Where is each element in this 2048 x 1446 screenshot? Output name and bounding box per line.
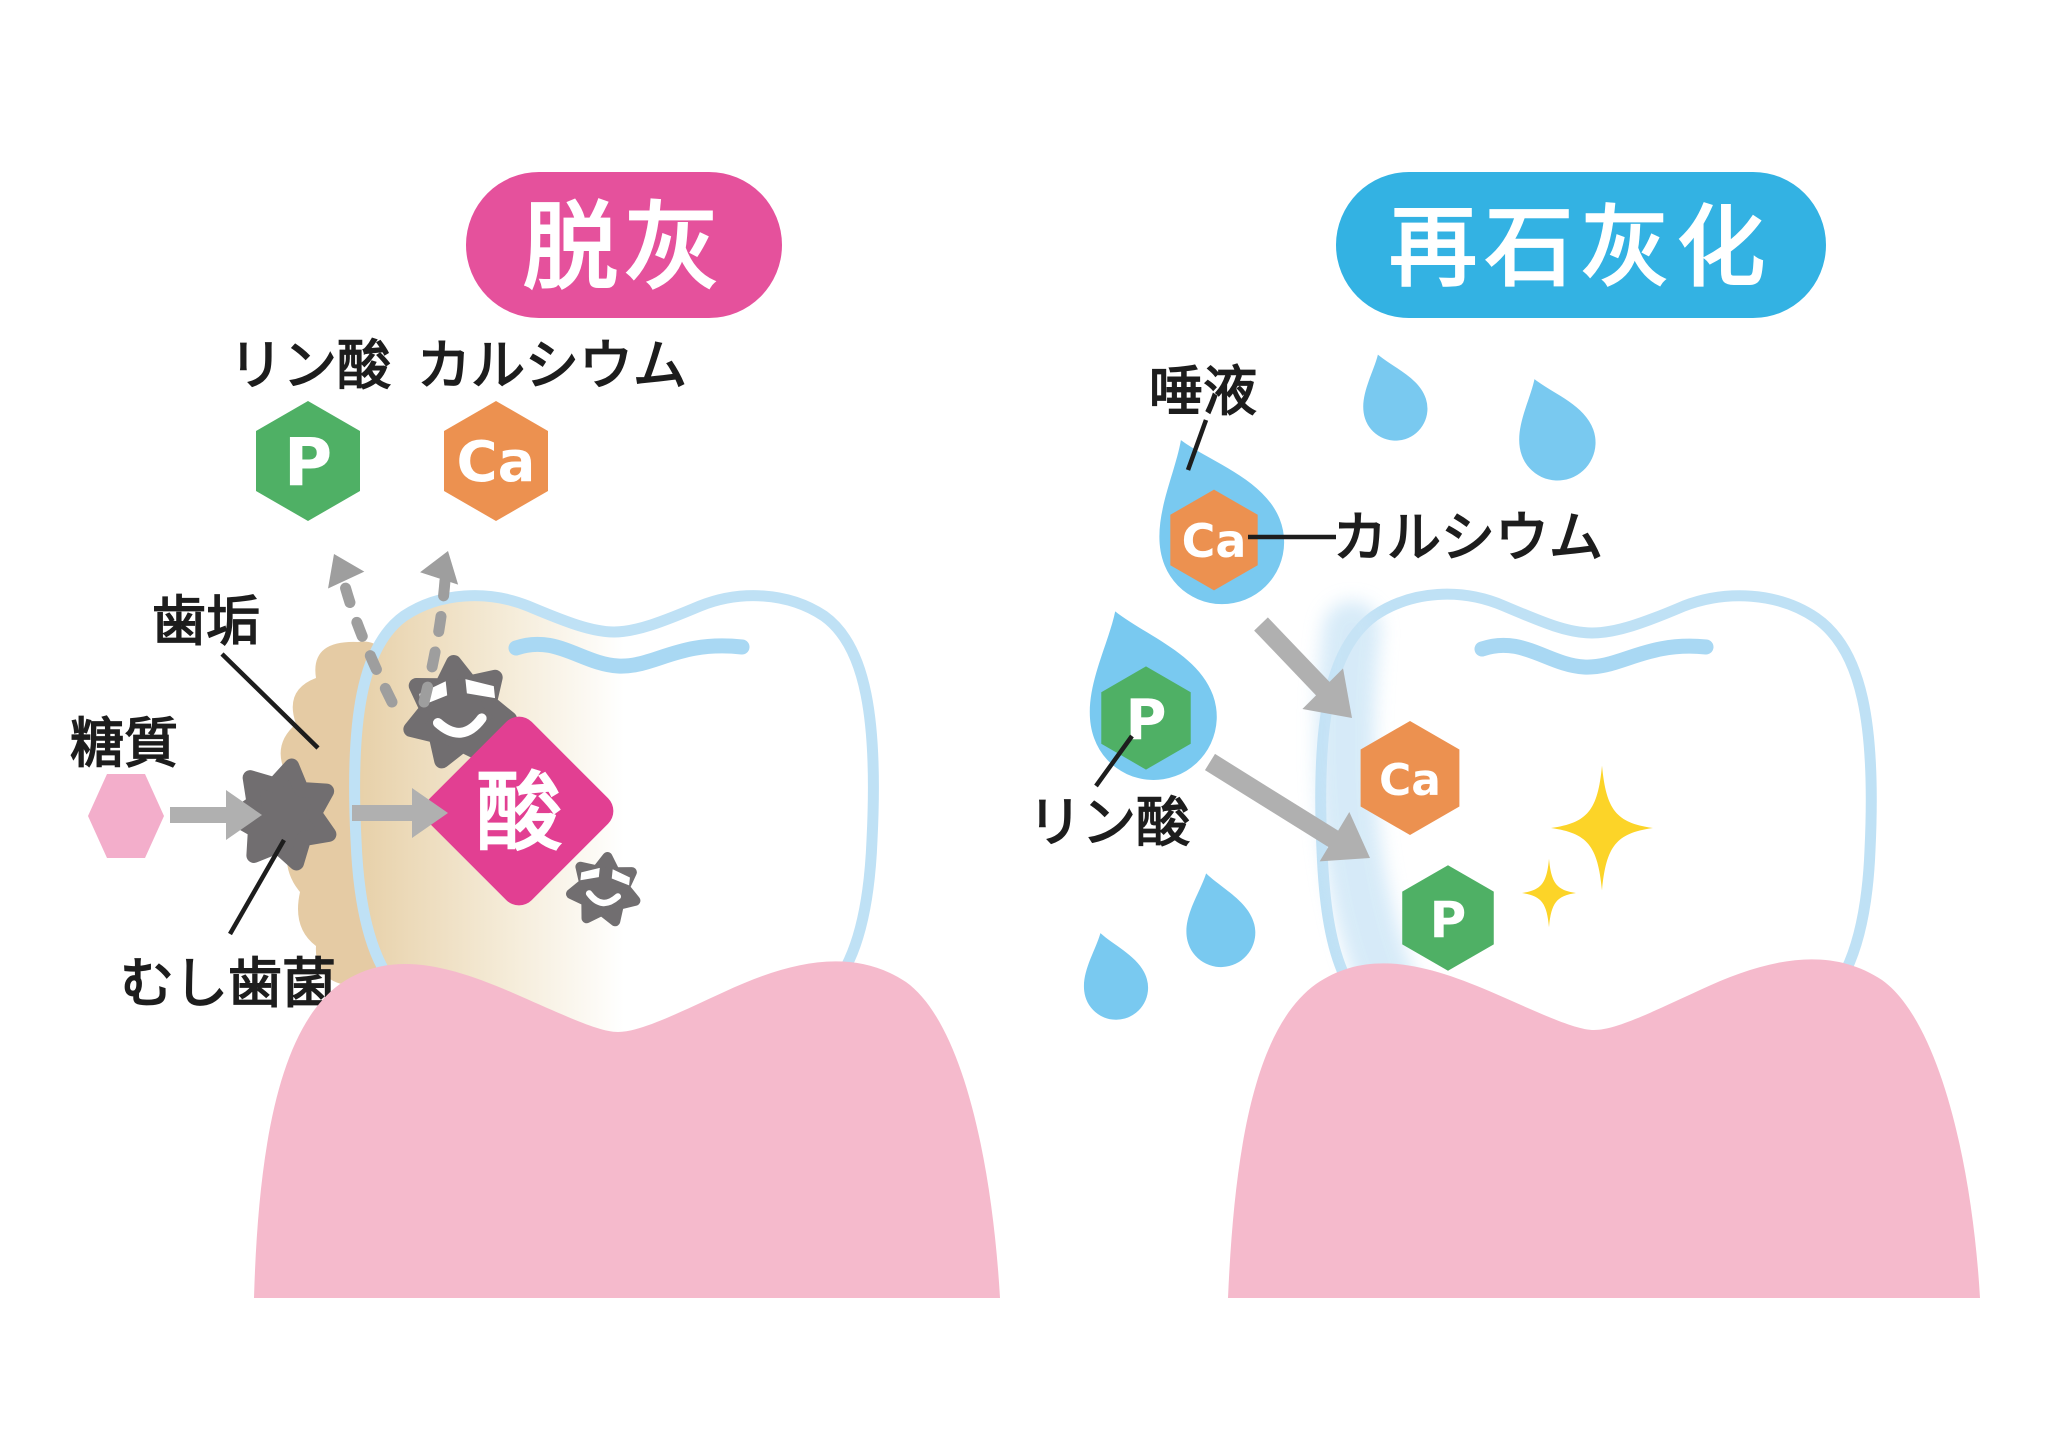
calcium-symbol-in-drop: Ca xyxy=(1182,514,1247,568)
calcium-label-left: カルシウム xyxy=(417,334,687,397)
phosphate-symbol-left: P xyxy=(284,424,332,501)
annotation-lines-left xyxy=(220,652,320,936)
saliva-drop-small-bottom-2-icon xyxy=(1172,865,1263,975)
gum-right xyxy=(1228,959,1980,1298)
phosphate-deposit-arrow-line xyxy=(1204,753,1346,852)
phosphate-symbol-on-tooth: P xyxy=(1430,891,1467,949)
calcium-symbol-on-tooth: Ca xyxy=(1379,755,1441,806)
tooth-groove-left xyxy=(508,636,750,674)
saliva-drop-small-bottom-1-icon xyxy=(1069,924,1156,1028)
acid-diamond xyxy=(424,716,614,906)
remineralization-title: 再石灰化 xyxy=(1389,196,1773,299)
demineralization-badge xyxy=(466,172,782,318)
demineralization-title: 脱灰 xyxy=(523,193,725,303)
acid-label: 酸 xyxy=(476,763,563,863)
plaque-pointer-line xyxy=(220,652,320,750)
bacteria-label: むし歯菌 xyxy=(120,952,336,1015)
escape-arrow-line-left xyxy=(334,560,398,708)
saliva-label: 唾液 xyxy=(1149,360,1257,423)
escape-arrowhead-right-icon xyxy=(420,544,468,585)
phosphate-label-right: リン酸 xyxy=(1028,791,1191,854)
sugar-hexagon-icon xyxy=(88,774,164,858)
phosphate-pointer-line xyxy=(1094,734,1134,788)
calcium-label-right: カルシウム xyxy=(1333,506,1603,569)
bacteria-pointer-line xyxy=(228,838,286,936)
saliva-pointer-line xyxy=(1185,419,1209,471)
saliva-drop-small-top-1-icon xyxy=(1347,344,1436,449)
calcium-symbol-left: Ca xyxy=(457,430,536,495)
deposit-arrow-shafts xyxy=(1204,617,1346,852)
calcium-deposit-arrow-line xyxy=(1254,617,1333,699)
annotation-lines-right xyxy=(1094,419,1336,788)
phosphate-symbol-in-drop: P xyxy=(1125,688,1166,753)
phosphate-label-left: リン酸 xyxy=(229,334,392,397)
plaque-label: 歯垢 xyxy=(152,590,260,653)
sugar-label: 糖質 xyxy=(70,712,178,775)
escape-arrowhead-left-icon xyxy=(315,545,365,589)
process-arrow-shafts-left xyxy=(170,805,418,823)
remineralization-badge xyxy=(1336,172,1826,318)
gum-left xyxy=(254,961,1000,1298)
tooth-groove-right xyxy=(1474,637,1714,675)
saliva-drop-small-top-2-icon xyxy=(1498,366,1607,492)
